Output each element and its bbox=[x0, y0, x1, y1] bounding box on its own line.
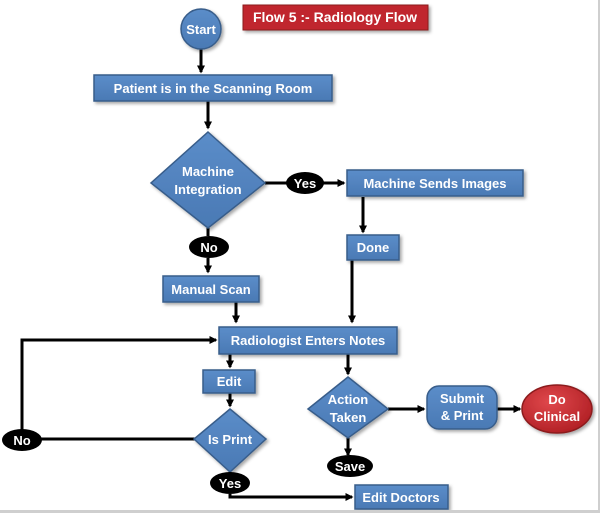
label-yes-integration: Yes bbox=[286, 172, 324, 194]
node-action-taken-label-1: Action bbox=[328, 392, 369, 407]
node-machine-integration: Machine Integration bbox=[149, 130, 267, 229]
node-manual-scan-label: Manual Scan bbox=[171, 282, 251, 297]
label-yes-print: Yes bbox=[210, 472, 250, 494]
node-start-label: Start bbox=[186, 22, 216, 37]
node-do-clinical-label-2: Clinical bbox=[534, 409, 580, 424]
node-is-print: Is Print bbox=[192, 408, 268, 474]
node-submit-print-label-2: & Print bbox=[441, 408, 484, 423]
node-start: Start bbox=[180, 8, 222, 50]
node-action-taken: Action Taken bbox=[306, 376, 390, 439]
arrow-yes-to-editdoctors bbox=[228, 493, 354, 501]
label-no-print: No bbox=[2, 429, 42, 451]
node-radiologist-enters-notes: Radiologist Enters Notes bbox=[218, 326, 398, 355]
node-do-clinical-label-1: Do bbox=[548, 392, 565, 407]
node-edit-doctors-label: Edit Doctors bbox=[362, 490, 439, 505]
label-save: Save bbox=[327, 455, 373, 477]
node-scanning-room-label: Patient is in the Scanning Room bbox=[114, 81, 313, 96]
node-manual-scan: Manual Scan bbox=[162, 275, 260, 303]
label-no-integration-text: No bbox=[200, 240, 217, 255]
title-box: Flow 5 :- Radiology Flow bbox=[242, 4, 429, 31]
node-edit-doctors: Edit Doctors bbox=[354, 484, 449, 510]
node-submit-print-label-1: Submit bbox=[440, 391, 485, 406]
label-no-print-text: No bbox=[13, 433, 30, 448]
node-machine-sends-images-label: Machine Sends Images bbox=[363, 176, 506, 191]
node-done: Done bbox=[346, 234, 400, 261]
node-machine-sends-images: Machine Sends Images bbox=[346, 169, 524, 197]
node-action-taken-label-2: Taken bbox=[330, 410, 367, 425]
node-is-print-label: Is Print bbox=[208, 432, 253, 447]
node-scanning-room: Patient is in the Scanning Room bbox=[93, 74, 333, 102]
node-edit: Edit bbox=[202, 369, 256, 394]
arrow-no-loop-to-notes bbox=[20, 336, 218, 430]
node-machine-integration-label-2: Integration bbox=[174, 182, 241, 197]
node-radiologist-enters-notes-label: Radiologist Enters Notes bbox=[231, 333, 386, 348]
node-edit-label: Edit bbox=[217, 374, 242, 389]
node-submit-print: Submit & Print bbox=[426, 385, 498, 430]
label-yes-print-text: Yes bbox=[219, 476, 241, 491]
label-save-text: Save bbox=[335, 459, 365, 474]
node-do-clinical: Do Clinical bbox=[521, 384, 593, 434]
window-edge-bottom bbox=[0, 510, 600, 513]
connectors bbox=[20, 48, 522, 501]
window-edge-right bbox=[598, 0, 600, 513]
page-title: Flow 5 :- Radiology Flow bbox=[253, 9, 417, 25]
node-done-label: Done bbox=[357, 240, 390, 255]
label-no-integration: No bbox=[189, 236, 229, 258]
label-yes-integration-text: Yes bbox=[294, 176, 316, 191]
node-machine-integration-label-1: Machine bbox=[182, 164, 234, 179]
